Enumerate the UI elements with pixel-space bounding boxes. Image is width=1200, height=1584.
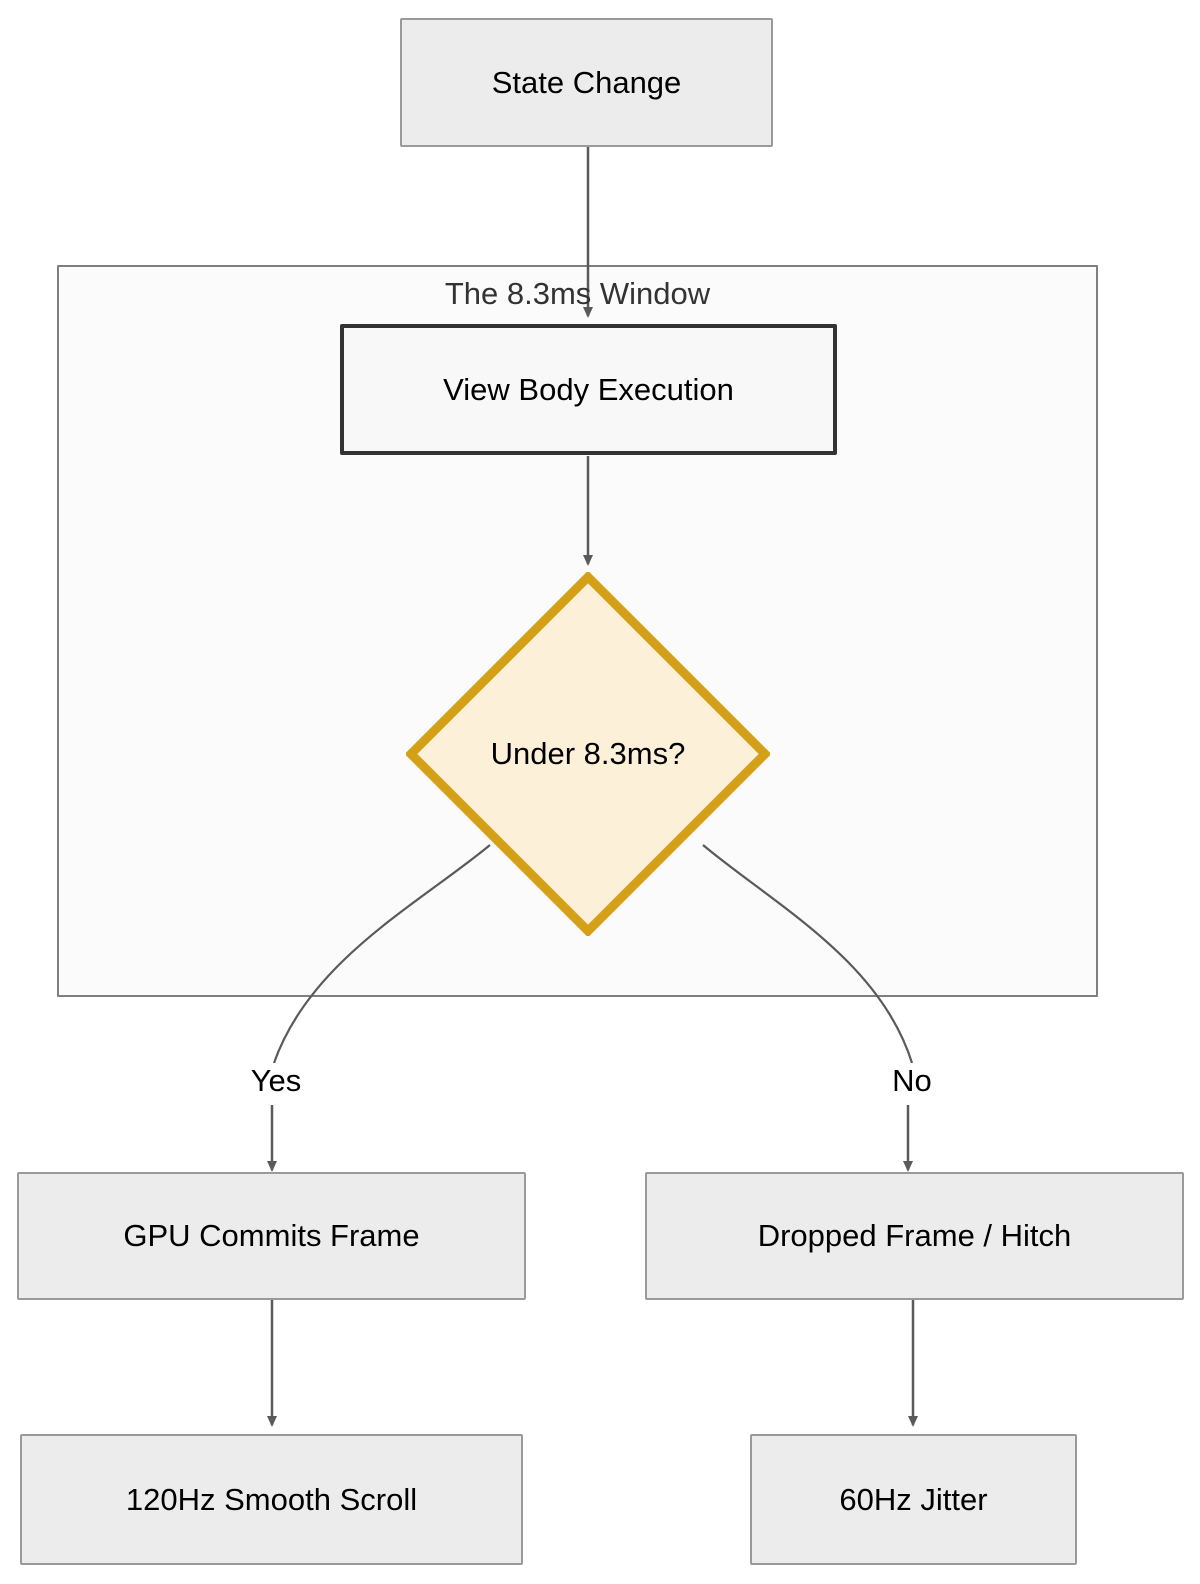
decision-label: Under 8.3ms? <box>490 736 686 771</box>
edge-label-yes: Yes <box>222 1063 330 1099</box>
node-view-body-execution[interactable]: View Body Execution <box>340 324 837 455</box>
subgraph-label: The 8.3ms Window <box>444 276 711 311</box>
node-state-change[interactable]: State Change <box>400 18 773 147</box>
node-dropped-frame-hitch[interactable]: Dropped Frame / Hitch <box>645 1172 1184 1300</box>
node-120hz-smooth-scroll[interactable]: 120Hz Smooth Scroll <box>20 1434 523 1565</box>
node-decision-under-8-3ms[interactable]: Under 8.3ms? <box>406 572 770 936</box>
diamond-shape <box>406 572 770 936</box>
edge-label-no: No <box>858 1063 966 1099</box>
node-60hz-jitter[interactable]: 60Hz Jitter <box>750 1434 1077 1565</box>
node-gpu-commits-frame[interactable]: GPU Commits Frame <box>17 1172 526 1300</box>
